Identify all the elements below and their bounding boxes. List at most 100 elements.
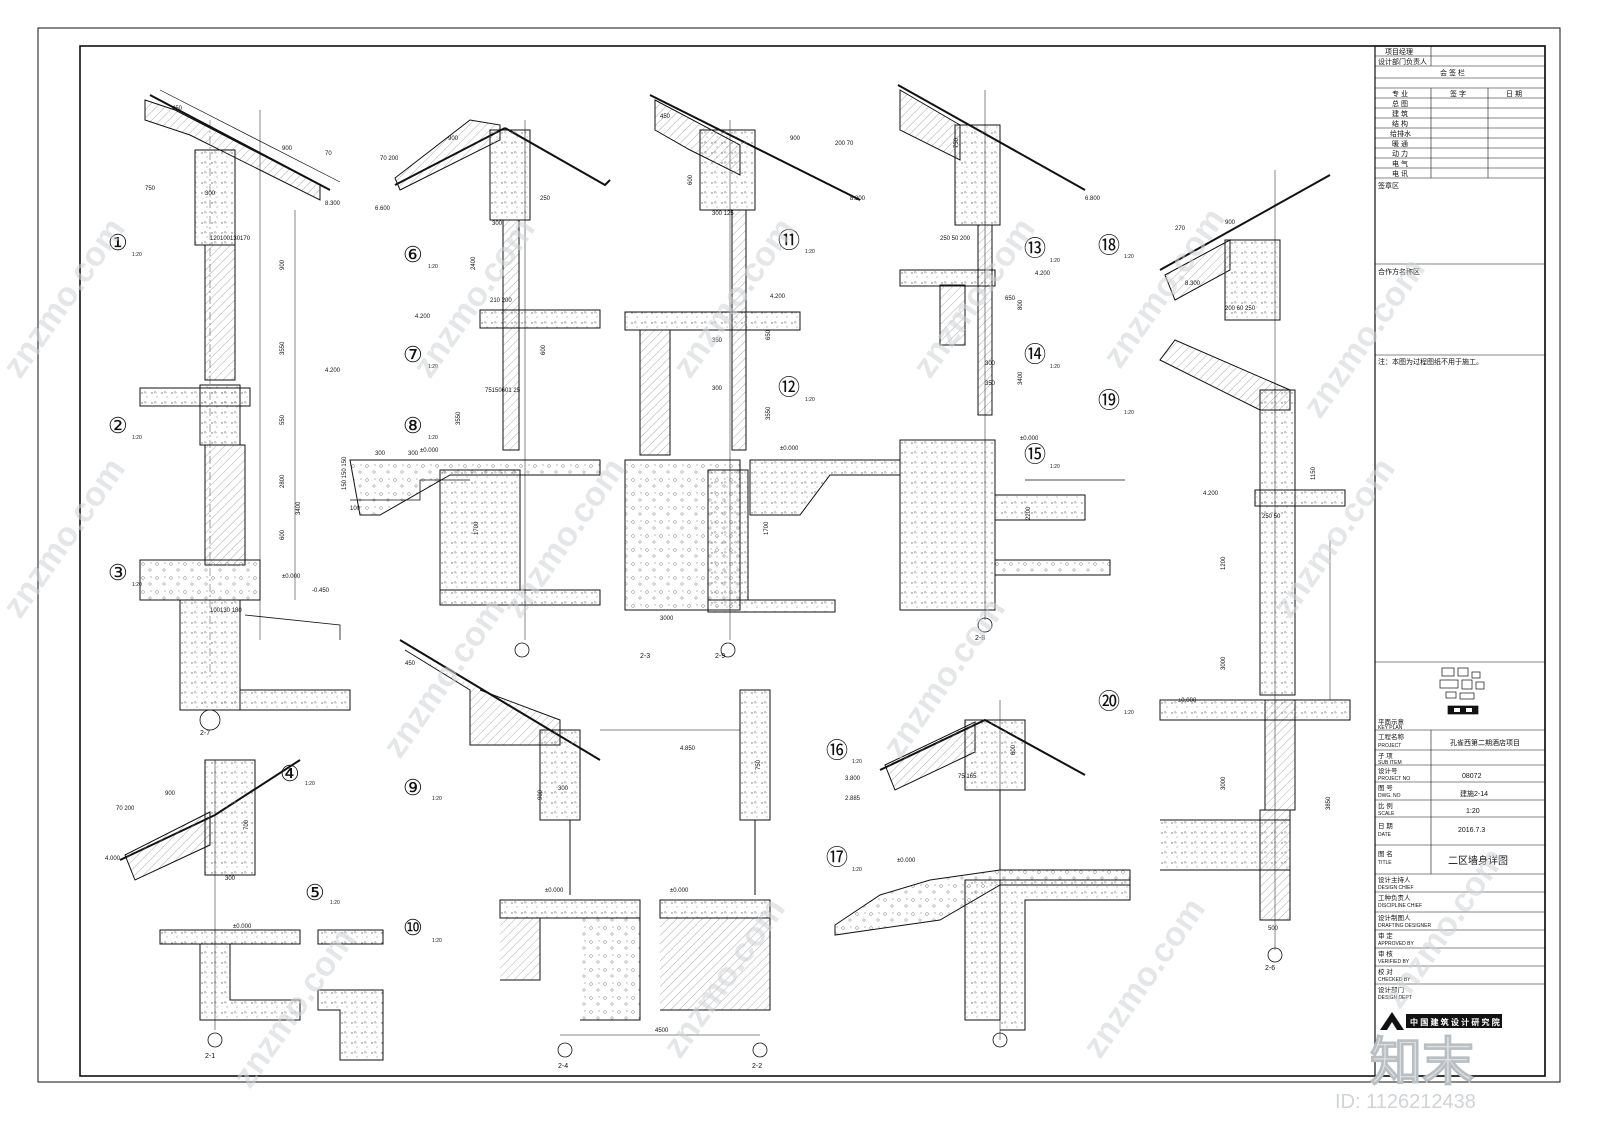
axis-label: 2-1 [205, 1053, 215, 1060]
svg-text:8.300: 8.300 [1185, 281, 1201, 287]
axis-label: 2-6 [1265, 965, 1275, 972]
detail-marker: ⑦ [403, 342, 423, 367]
svg-text:4.200: 4.200 [1035, 271, 1051, 277]
svg-text:±0.000: ±0.000 [420, 448, 439, 454]
watermark-text: znzmo.com [405, 211, 542, 384]
svg-text:600: 600 [1011, 744, 1017, 755]
tb-projno-label-en: PROJECT NO [1378, 776, 1410, 782]
detail-marker: ④ [280, 761, 300, 786]
tb-dwg-no: 建施2-14 [1460, 789, 1488, 798]
detail-scale: 1:20 [805, 249, 815, 255]
svg-text:300: 300 [375, 451, 386, 457]
svg-text:3000: 3000 [660, 616, 674, 622]
svg-text:6.800: 6.800 [1085, 196, 1101, 202]
detail-marker: ⑬ [1024, 236, 1046, 261]
watermark-text: znzmo.com [1075, 891, 1212, 1064]
svg-text:250 50: 250 50 [1262, 514, 1281, 520]
tb-role: 设计主持人 [1378, 875, 1411, 884]
tb-dept-head: 设计部门负责人 [1378, 57, 1427, 66]
svg-text:3550: 3550 [456, 411, 462, 425]
svg-text:300: 300 [205, 191, 216, 197]
tb-dwgno-label-en: DWG. NO [1378, 793, 1401, 799]
detail-marker: ⑥ [403, 242, 423, 267]
tb-role: 审 定 [1378, 931, 1393, 940]
tb-date-label: 日 期 [1378, 822, 1393, 830]
detail-scale: 1:20 [330, 900, 340, 906]
tb-project-label: 工程名称 [1378, 732, 1405, 741]
axis-label: 2-2 [752, 1063, 762, 1070]
company-logo: 中 国 建 筑 设 计 研 究 院 [1380, 1012, 1502, 1030]
svg-text:900: 900 [1225, 220, 1236, 226]
axis-label: 2-8 [975, 635, 985, 642]
svg-text:±0.000: ±0.000 [1178, 698, 1197, 704]
axis-label: 2-7 [200, 730, 210, 737]
tb-title-label-en: TITLE [1378, 860, 1392, 866]
detail-scale: 1:20 [1124, 710, 1134, 716]
svg-text:600: 600 [280, 529, 286, 540]
tb-role-en: DRAFTING DESIGNER [1378, 923, 1431, 929]
tb-subitem-label-en: SUB ITEM [1378, 760, 1402, 766]
tb-discipline: 结 构 [1392, 119, 1408, 128]
axis-label: 2-4 [558, 1063, 568, 1070]
detail-11-12-section [624, 94, 901, 658]
tb-subitem-label: 子 项 [1378, 752, 1393, 760]
svg-text:4.200: 4.200 [415, 314, 431, 320]
svg-text:210 200: 210 200 [490, 298, 512, 304]
tb-discipline: 建 筑 [1392, 109, 1408, 118]
detail-1-wall-section [139, 89, 351, 711]
tb-note: 注：本图为过程图纸不用于施工。 [1378, 357, 1483, 366]
tb-role-en: DISCIPLINE CHIEF [1378, 903, 1422, 909]
detail-marker: ⑲ [1098, 388, 1120, 413]
svg-text:250: 250 [540, 196, 551, 202]
svg-text:250 50 200: 250 50 200 [940, 236, 971, 242]
svg-text:3000: 3000 [1221, 656, 1227, 670]
svg-text:450: 450 [172, 106, 183, 112]
tb-role-en: APPROVED BY [1378, 941, 1415, 947]
svg-text:4.850: 4.850 [680, 746, 696, 752]
svg-text:3400: 3400 [1018, 371, 1024, 385]
svg-text:8.300: 8.300 [325, 201, 341, 207]
svg-text:150 150 150: 150 150 150 [342, 456, 348, 490]
axis-label: 2-9 [715, 653, 725, 660]
svg-text:900: 900 [282, 146, 293, 152]
svg-text:-0.450: -0.450 [312, 588, 330, 594]
outer-border [37, 27, 1561, 1083]
svg-text:±0.000: ±0.000 [780, 446, 799, 452]
tb-scale-label-en: SCALE [1378, 811, 1395, 817]
detail-marker: ⑰ [826, 845, 848, 870]
svg-text:±0.000: ±0.000 [1020, 436, 1039, 442]
svg-text:750: 750 [756, 759, 762, 770]
detail-marker: ② [108, 413, 128, 438]
detail-marker: ⑳ [1098, 689, 1120, 714]
svg-text:800: 800 [1018, 299, 1024, 310]
tb-manager: 项目经理 [1385, 47, 1413, 56]
detail-9-10-section [399, 639, 771, 1058]
tb-project-no: 08072 [1462, 773, 1482, 780]
detail-marker: ⑧ [403, 413, 423, 438]
svg-text:2800: 2800 [280, 474, 286, 488]
tb-countersign: 会 签 栏 [1440, 68, 1465, 77]
svg-text:900: 900 [448, 136, 459, 142]
detail-marker: ⑮ [1024, 442, 1046, 467]
detail-scale: 1:20 [852, 867, 862, 873]
tb-col-sign: 签 字 [1450, 89, 1466, 98]
svg-text:1700: 1700 [764, 521, 770, 535]
svg-text:100: 100 [350, 506, 361, 512]
tb-date-label-en: DATE [1378, 832, 1392, 838]
detail-scale: 1:20 [432, 938, 442, 944]
detail-scale: 1:20 [132, 435, 142, 441]
detail-marker: ⑫ [778, 375, 800, 400]
detail-marker: ⑭ [1024, 342, 1046, 367]
tb-col-date: 日 期 [1506, 90, 1522, 98]
brand-logo-text: 知末 [1370, 1034, 1474, 1092]
tb-dwgno-label: 图 号 [1378, 784, 1393, 792]
detail-scale: 1:20 [1124, 254, 1134, 260]
tb-discipline: 电 气 [1392, 159, 1408, 168]
detail-scale: 1:20 [1050, 364, 1060, 370]
tb-col-discipline: 专 业 [1392, 89, 1408, 98]
svg-text:70 200: 70 200 [380, 156, 399, 162]
detail-scale: 1:20 [132, 252, 142, 258]
svg-text:±0.000: ±0.000 [897, 858, 916, 864]
title-block: 项目经理 设计部门负责人 会 签 栏 专 业 签 字 日 期 总 图 建 筑 结… [1374, 45, 1546, 1077]
